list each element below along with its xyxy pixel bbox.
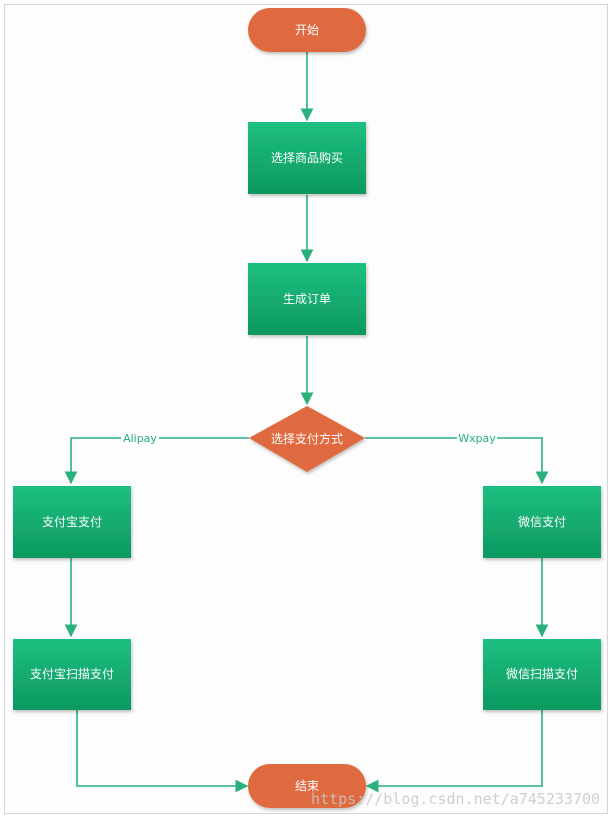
node-start-label: 开始 xyxy=(295,23,319,37)
node-alipay-scan-label: 支付宝扫描支付 xyxy=(30,667,114,681)
node-create-order xyxy=(248,263,366,335)
edge-wechat-scan-to-end xyxy=(365,710,543,793)
node-alipay-pay-label: 支付宝支付 xyxy=(42,515,102,529)
edge-alipay-scan-to-end xyxy=(76,710,249,793)
edge-labels: Alipay Wxpay xyxy=(121,431,497,445)
node-wechat-scan-label: 微信扫描支付 xyxy=(506,667,578,681)
node-alipay-scan xyxy=(13,639,131,710)
node-choose-payment xyxy=(249,406,365,472)
edge-label-alipay: Alipay xyxy=(123,432,157,445)
node-create-order-label: 生成订单 xyxy=(283,292,331,306)
node-end xyxy=(248,764,366,808)
node-start xyxy=(248,8,366,52)
node-wechat-scan xyxy=(483,639,601,710)
connectors xyxy=(64,52,549,793)
node-select-product-label: 选择商品购买 xyxy=(271,150,343,165)
node-alipay-pay xyxy=(13,486,131,558)
node-choose-payment-label: 选择支付方式 xyxy=(271,431,343,446)
edge-label-wxpay: Wxpay xyxy=(458,432,496,445)
watermark: https://blog.csdn.net/a745233700 xyxy=(311,790,600,808)
node-wechat-pay-label: 微信支付 xyxy=(518,515,566,529)
edge-decision-to-alipay xyxy=(64,437,249,485)
edge-decision-to-wechat xyxy=(365,437,549,485)
node-wechat-pay xyxy=(483,486,601,558)
node-select-product xyxy=(248,122,366,194)
node-end-label: 结束 xyxy=(295,779,319,793)
